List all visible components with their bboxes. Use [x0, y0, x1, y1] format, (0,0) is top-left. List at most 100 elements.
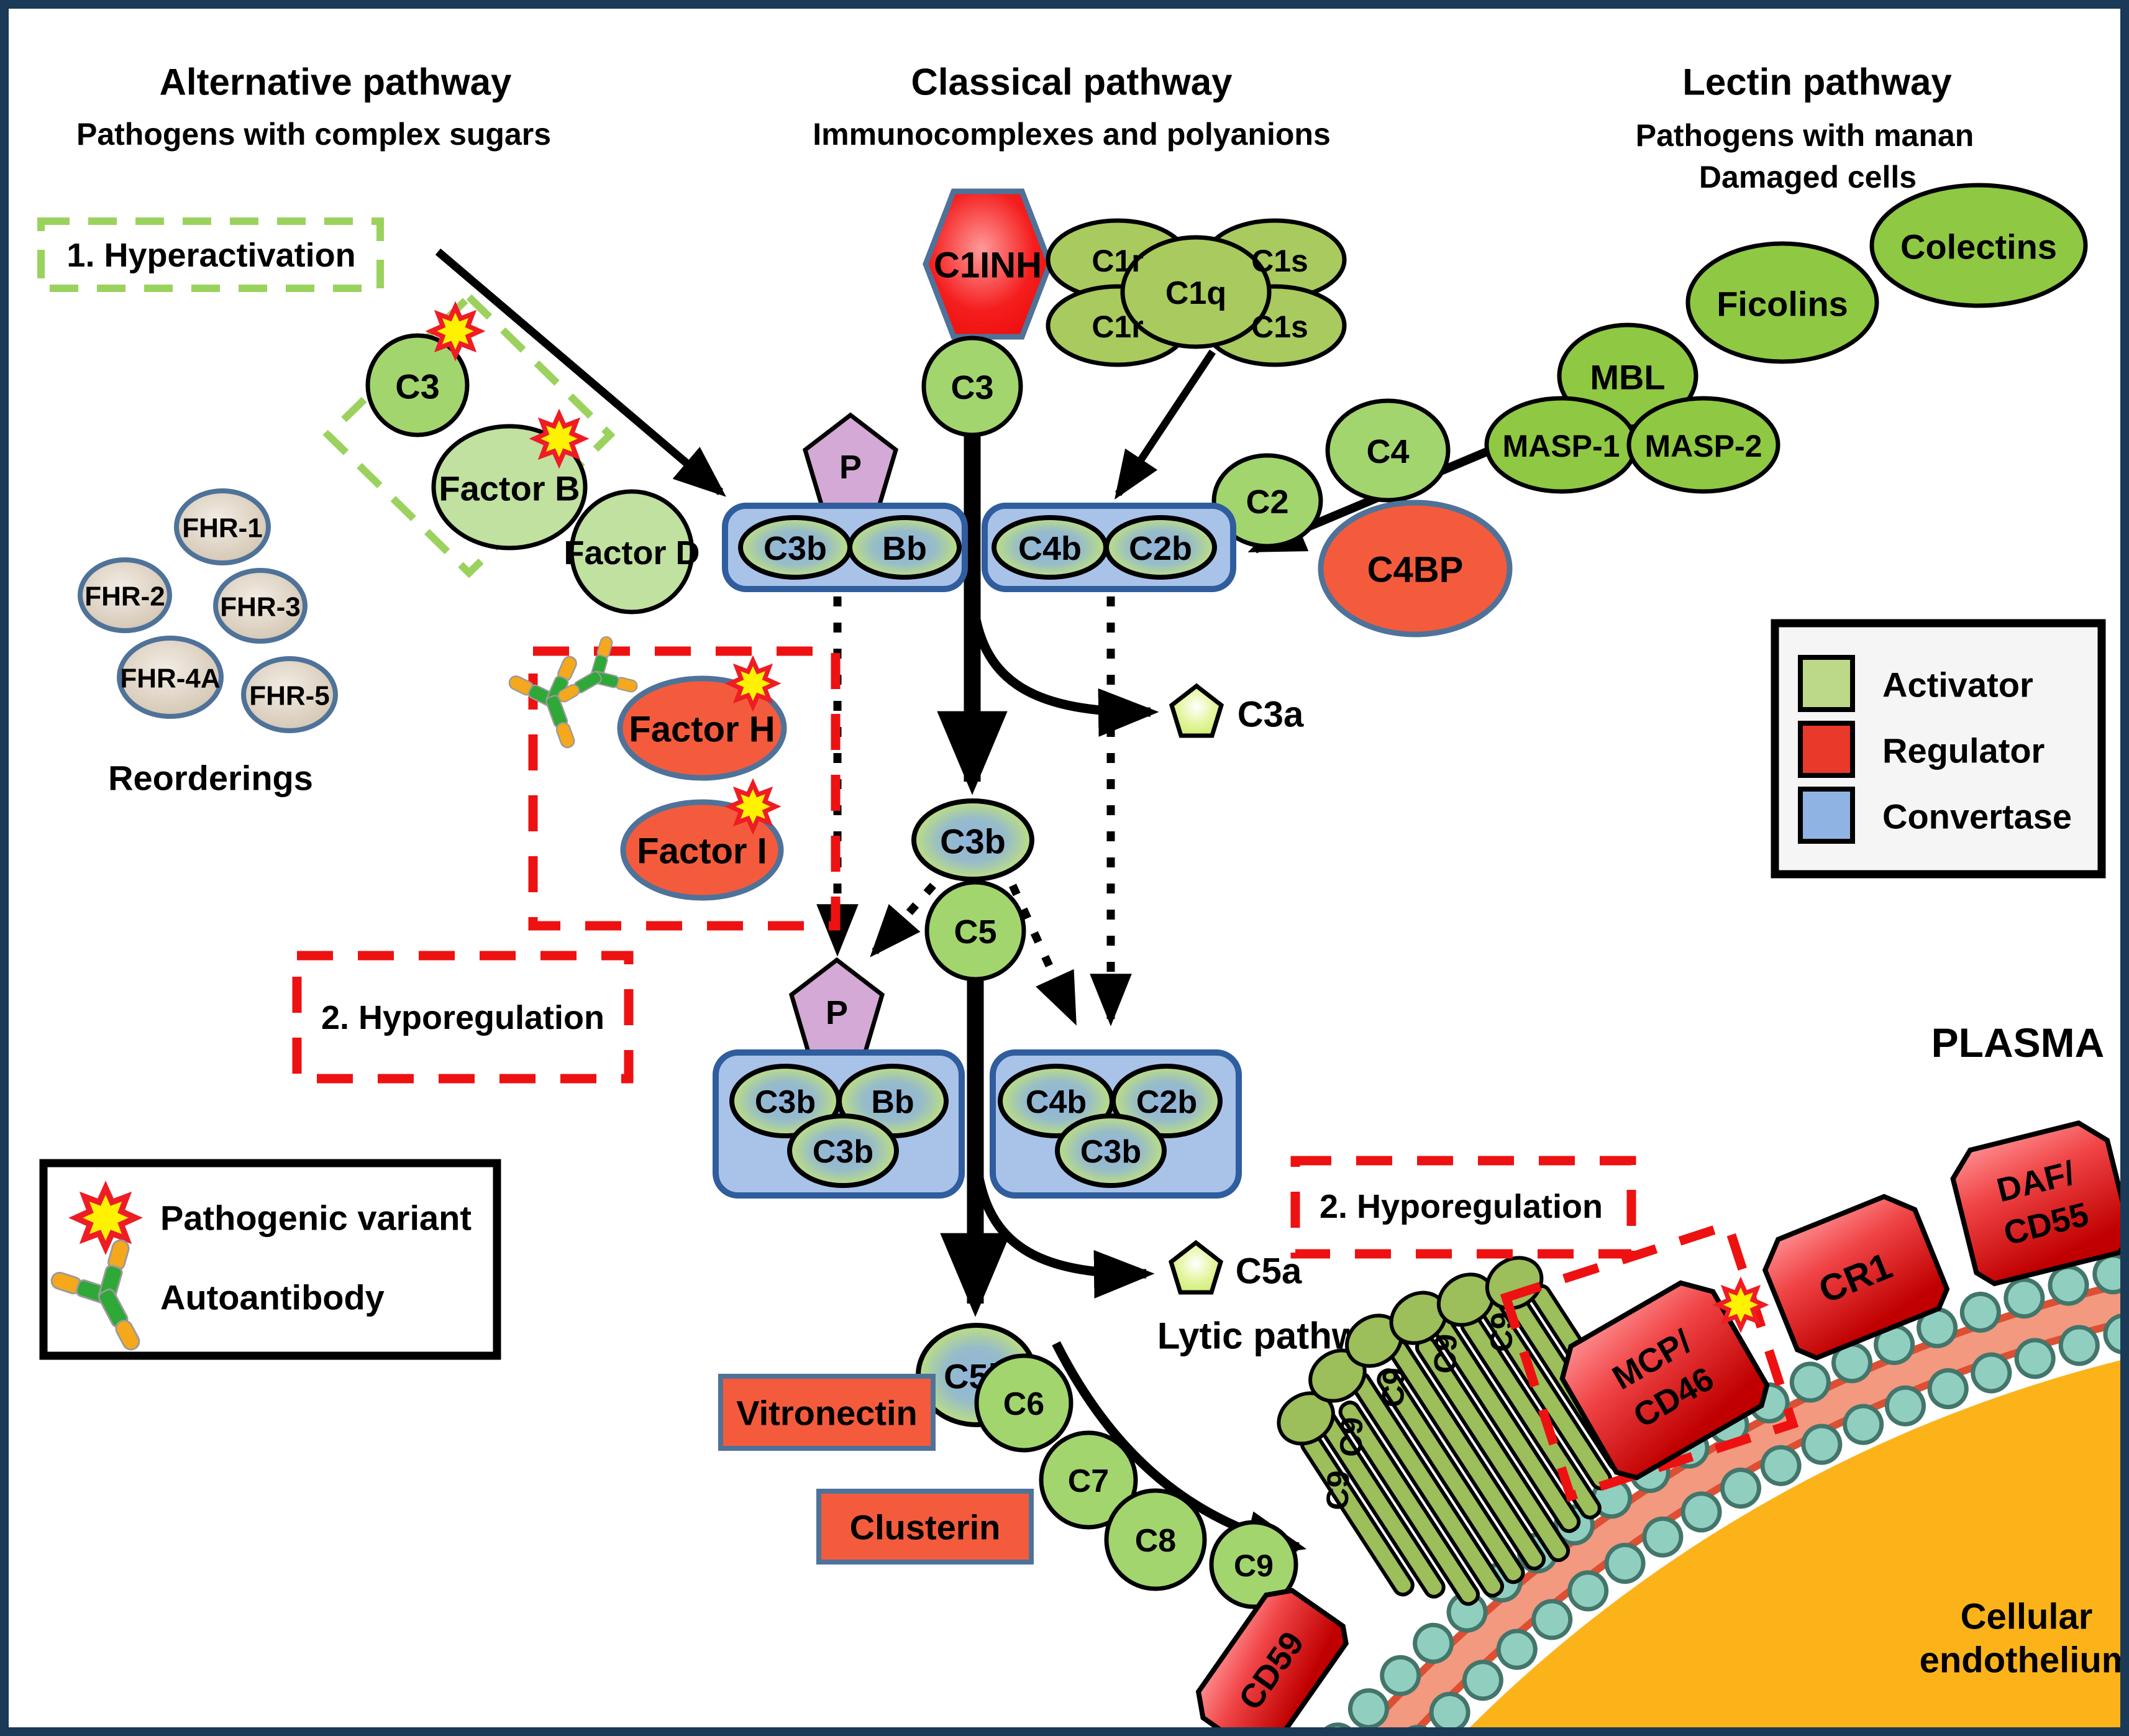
- c3b-lower-left-label: C3b: [755, 1084, 816, 1120]
- c1-complex: C1r C1s C1r C1s C1q: [1046, 218, 1347, 367]
- c4bp-label: C4BP: [1367, 550, 1464, 590]
- factor-hi-dashed-border: [528, 646, 841, 931]
- node-cd59: CD59: [1195, 1588, 1349, 1736]
- c3b-lower-left2-label: C3b: [813, 1134, 873, 1170]
- c5-convertase-classical: C4b C2b C3b: [990, 1049, 1242, 1199]
- legend-swatch-regulator: [1798, 721, 1855, 778]
- mac-c9-label-2: C9: [1375, 1367, 1411, 1408]
- fhr5-label: FHR-5: [249, 681, 330, 711]
- properdin-lower-label: P: [826, 994, 848, 1031]
- factor-i-label: Factor I: [637, 831, 767, 872]
- ficolins-label: Ficolins: [1716, 285, 1848, 324]
- node-c2: C2: [1211, 453, 1323, 549]
- c3b-lower-right-label: C3b: [1080, 1134, 1141, 1170]
- c6-label: C6: [1003, 1386, 1044, 1422]
- mac-c9-label-3: C9: [1428, 1333, 1464, 1374]
- cellular-endothelium-label: Cellular endothelium: [1920, 1597, 2129, 1681]
- hyperactivation-label: 1. Hyperactivation: [66, 237, 355, 274]
- fhr1-label: FHR-1: [182, 513, 263, 544]
- hyporegulation-right-border: [1290, 1156, 1636, 1259]
- arrow-alternative-to-c3-convertase: [435, 249, 726, 497]
- c4-label: C4: [1366, 433, 1409, 470]
- cellular-endothelium-line1: Cellular: [1961, 1597, 2093, 1637]
- arrow-to-c5a: [972, 1166, 1155, 1299]
- pathogenic-variant-star-c3: [431, 307, 480, 355]
- legend-box: Activator Regulator Convertase: [1771, 619, 2106, 879]
- colectins-label: Colectins: [1900, 227, 2057, 267]
- hyporegulation-right-label: 2. Hyporegulation: [1320, 1188, 1603, 1225]
- c2-label: C2: [1246, 483, 1288, 521]
- hyporegulation-left-label: 2. Hyporegulation: [321, 999, 604, 1036]
- plasma-label: PLASMA: [1931, 1020, 2105, 1066]
- c4b-upper-label: C4b: [1018, 530, 1082, 567]
- autoantibody-key-label: Autoantibody: [160, 1278, 385, 1317]
- node-daf-cd55: DAF/ CD55: [1950, 1120, 2129, 1287]
- pathogenic-variant-key-label: Pathogenic variant: [160, 1199, 472, 1238]
- c1r-bottom-label: C1r: [1092, 309, 1143, 344]
- factor-b-label: Factor B: [439, 469, 580, 508]
- node-c5: C5: [924, 880, 1026, 982]
- c7-label: C7: [1068, 1463, 1109, 1499]
- legend-convertase-label: Convertase: [1882, 797, 2072, 836]
- c1s-top-label: C1s: [1251, 244, 1308, 278]
- lectin-title: Lectin pathway: [1682, 62, 1952, 103]
- node-factor-b: Factor B: [431, 424, 588, 550]
- node-factor-d: Factor D: [563, 489, 700, 614]
- node-c3-classical: C3: [921, 336, 1023, 437]
- c3b-upper-left-label: C3b: [764, 530, 827, 567]
- mac-c9-label-5: C9: [1320, 1470, 1356, 1511]
- hyperactivation-diamond: [322, 291, 616, 578]
- header-alternative: Alternative pathway Pathogens with compl…: [76, 62, 551, 152]
- c1q-label: C1q: [1165, 275, 1226, 311]
- pathogenic-variant-star-mcp: [1718, 1282, 1764, 1328]
- hyporegulation-right-box: 2. Hyporegulation: [1290, 1156, 1636, 1259]
- c3-classical-label: C3: [951, 369, 993, 406]
- node-vitronectin: Vitronectin: [718, 1374, 936, 1451]
- pathogenic-variant-star-factor-h: [730, 660, 776, 706]
- hyperactivation-box: 1. Hyperactivation: [37, 217, 384, 292]
- node-c4: C4: [1325, 398, 1451, 503]
- header-classical: Classical pathway Immunocomplexes and po…: [813, 62, 1331, 152]
- factor-h-label: Factor H: [629, 710, 775, 750]
- fhr4a-label: FHR-4A: [120, 664, 220, 694]
- c1s-bottom-label: C1s: [1251, 309, 1308, 344]
- alternative-subtitle: Pathogens with complex sugars: [76, 117, 551, 152]
- fhr3-label: FHR-3: [220, 592, 301, 623]
- node-c1inh: C1INH: [923, 188, 1053, 340]
- bb-upper-label: Bb: [882, 530, 927, 567]
- arrow-c1q-to-c4b2b-convertase: [1115, 349, 1216, 500]
- factor-d-label: Factor D: [563, 534, 700, 572]
- pathogenic-variant-star-factor-b: [535, 414, 583, 463]
- c8-label: C8: [1135, 1523, 1176, 1559]
- c9-label: C9: [1234, 1548, 1274, 1583]
- node-c3-alternative: C3: [365, 333, 470, 437]
- c2b-upper-label: C2b: [1129, 530, 1192, 567]
- mbl-label: MBL: [1590, 358, 1665, 397]
- c3b-central-label: C3b: [940, 822, 1006, 861]
- c3a-label: C3a: [1238, 695, 1304, 735]
- key-box: Pathogenic variant Autoantibody: [39, 1159, 501, 1371]
- classical-title: Classical pathway: [911, 62, 1233, 103]
- c5-label: C5: [954, 913, 996, 951]
- legend-regulator-label: Regulator: [1882, 731, 2045, 770]
- hyperactivation-dashed-border: [37, 217, 384, 292]
- c5-convertase-alternative: C3b Bb C3b: [713, 1049, 965, 1199]
- c3-alt-label: C3: [395, 367, 440, 406]
- lectin-subtitle-2: Damaged cells: [1699, 160, 1917, 194]
- pathogenic-variant-star-factor-i: [730, 783, 776, 829]
- arrow-to-c3a: [969, 608, 1159, 737]
- c2b-lower-label: C2b: [1136, 1084, 1197, 1120]
- c1inh-label: C1INH: [934, 245, 1042, 286]
- factor-hi-box: Factor H Factor I: [503, 631, 841, 931]
- node-mcp-cd46: MCP/ CD46: [1559, 1280, 1770, 1481]
- node-c3b-central: C3b: [911, 798, 1034, 882]
- c3-convertase-classical: C4b C2b: [982, 503, 1236, 592]
- hyporegulation-left-border: [292, 951, 634, 1084]
- masp2-label: MASP-2: [1645, 429, 1762, 464]
- lectin-nodes: Colectins Ficolins MBL MASP-1 MASP-2: [1484, 183, 2088, 494]
- fhr2-label: FHR-2: [84, 582, 165, 612]
- node-c4bp: C4BP: [1318, 500, 1513, 637]
- masp1-label: MASP-1: [1503, 429, 1620, 464]
